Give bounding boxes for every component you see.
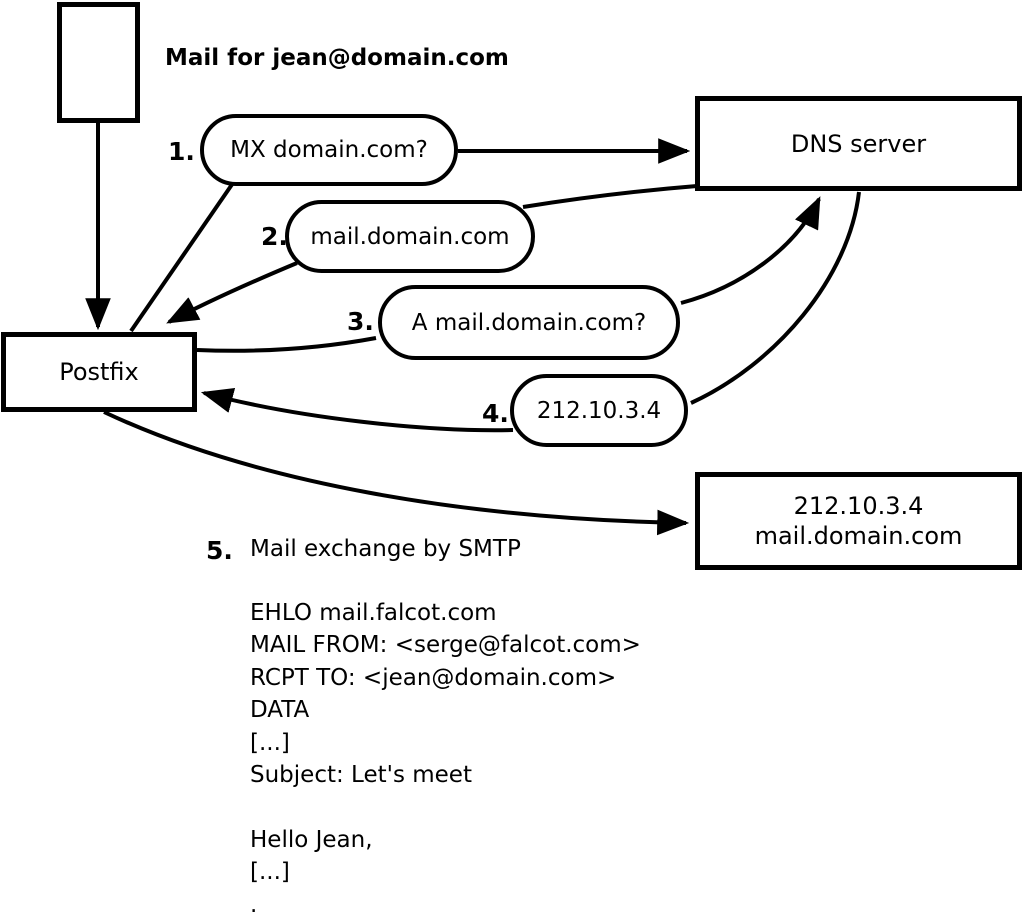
step-5-number: 5. bbox=[206, 536, 233, 565]
arrow-pill3-to-dns bbox=[680, 196, 821, 305]
step-1-label: MX domain.com? bbox=[230, 137, 428, 163]
smtp-line bbox=[250, 791, 641, 823]
step-2-label: mail.domain.com bbox=[310, 223, 510, 250]
arrow-pill2-to-postfix bbox=[166, 261, 298, 324]
step-4-label: 212.10.3.4 bbox=[536, 397, 662, 424]
arrow-pill4-to-postfix bbox=[200, 388, 514, 433]
postfix-label: Postfix bbox=[59, 358, 139, 386]
step-3-pill-a-query: A mail.domain.com? bbox=[378, 285, 680, 360]
step-2-pill-mx-answer: mail.domain.com bbox=[285, 200, 535, 273]
dns-server-box: DNS server bbox=[695, 96, 1022, 191]
mail-server-box: 212.10.3.4 mail.domain.com bbox=[695, 472, 1022, 570]
envelope-box bbox=[57, 2, 140, 123]
step-1-number: 1. bbox=[168, 137, 195, 166]
smtp-line: Subject: Let's meet bbox=[250, 761, 472, 788]
dns-server-label: DNS server bbox=[790, 129, 927, 158]
smtp-line: Hello Jean, bbox=[250, 826, 373, 853]
line-postfix-to-pill1 bbox=[129, 181, 235, 333]
line-postfix-to-pill3 bbox=[196, 336, 377, 353]
smtp-session-transcript: EHLO mail.falcot.com MAIL FROM: <serge@f… bbox=[250, 597, 641, 919]
line-dns-to-pill2 bbox=[522, 184, 698, 209]
step-4-pill-a-answer: 212.10.3.4 bbox=[510, 374, 688, 447]
step-5-label: Mail exchange by SMTP bbox=[250, 536, 521, 562]
incoming-mail-note: Mail for jean@domain.com bbox=[165, 45, 509, 71]
step-4-number: 4. bbox=[482, 399, 509, 428]
step-3-label: A mail.domain.com? bbox=[411, 309, 647, 336]
mail-server-hostname: mail.domain.com bbox=[754, 522, 963, 550]
step-1-pill-mx-query: MX domain.com? bbox=[200, 114, 458, 186]
smtp-line: MAIL FROM: <serge@falcot.com> bbox=[250, 632, 641, 659]
arrow-postfix-to-mailserver bbox=[103, 410, 690, 536]
smtp-line: EHLO mail.falcot.com bbox=[250, 600, 497, 626]
smtp-line: [...] bbox=[250, 859, 290, 886]
smtp-line: [...] bbox=[250, 729, 290, 756]
step-2-number: 2. bbox=[261, 222, 288, 251]
mail-server-ip: 212.10.3.4 bbox=[793, 492, 924, 520]
postfix-box: Postfix bbox=[1, 332, 197, 412]
smtp-line: DATA bbox=[250, 697, 310, 724]
line-dns-to-pill4 bbox=[690, 191, 861, 405]
smtp-line: RCPT TO: <jean@domain.com> bbox=[250, 664, 617, 691]
smtp-line: . bbox=[250, 891, 258, 918]
step-3-number: 3. bbox=[347, 307, 374, 336]
